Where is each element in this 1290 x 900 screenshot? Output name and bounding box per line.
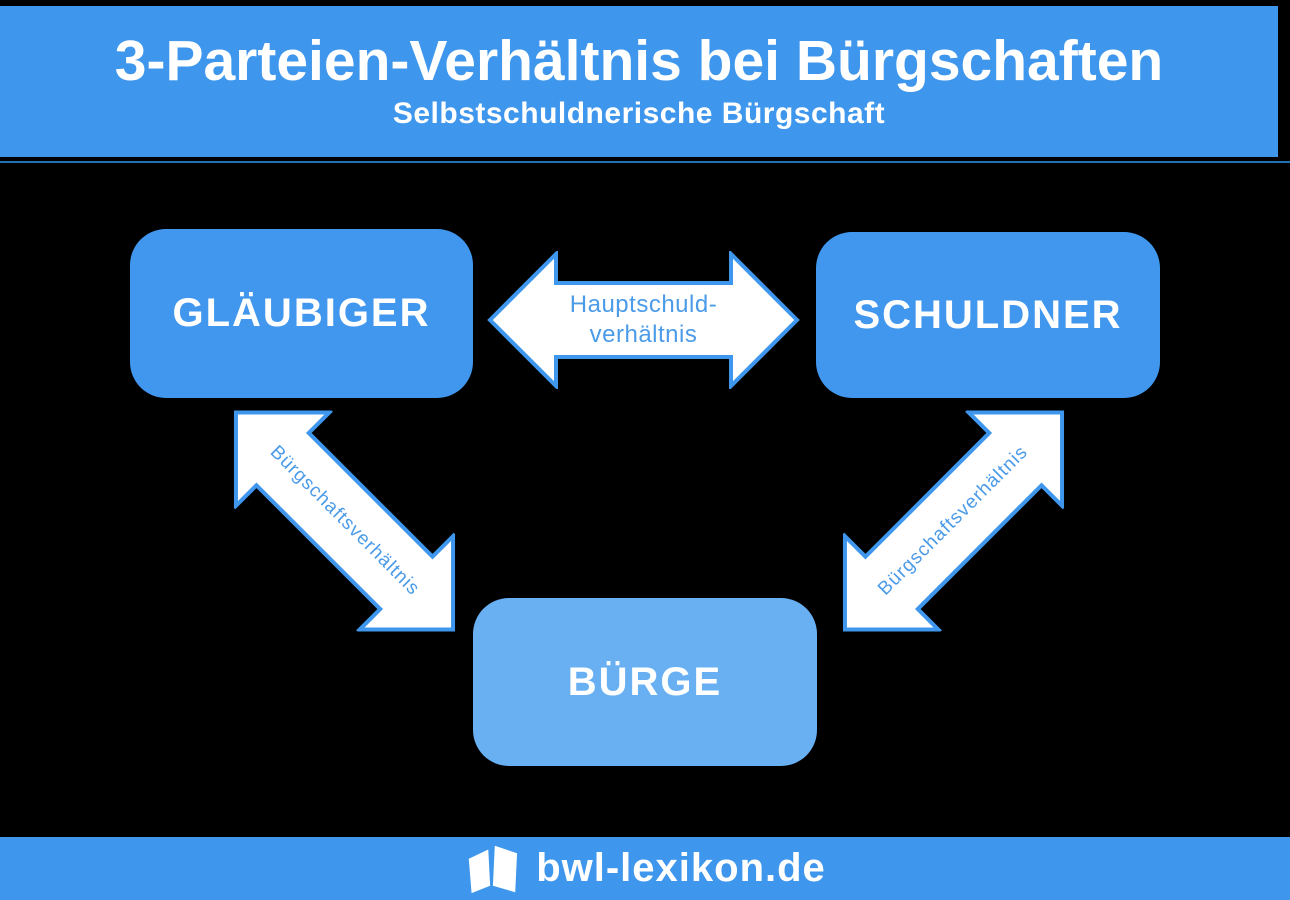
open-book-icon xyxy=(464,843,520,895)
arrow-label-line1: Hauptschuld- xyxy=(569,291,718,318)
page-title: 3-Parteien-Verhältnis bei Bürgschaften xyxy=(114,28,1164,93)
node-buerge-label: BÜRGE xyxy=(567,659,723,704)
footer-banner: bwl-lexikon.de xyxy=(0,837,1290,900)
page-subtitle: Selbstschuldnerische Bürgschaft xyxy=(392,97,886,131)
arrow-label-line2: verhältnis xyxy=(589,321,698,348)
double-arrow-icon xyxy=(487,251,800,389)
header-divider-line xyxy=(0,161,1290,163)
arrow-hauptschuldverhaeltnis-label: Hauptschuld- verhältnis xyxy=(487,251,800,389)
arrow-hauptschuldverhaeltnis: Hauptschuld- verhältnis xyxy=(487,251,800,389)
double-arrow-icon xyxy=(233,410,456,632)
brand-text: bwl-lexikon.de xyxy=(536,846,826,890)
node-glaeubiger: GLÄUBIGER xyxy=(130,229,473,398)
node-buerge: BÜRGE xyxy=(473,598,817,766)
node-schuldner: SCHULDNER xyxy=(816,232,1160,398)
arrow-buergschaftsverhaeltnis-left: Bürgschaftsverhältnis xyxy=(185,362,504,681)
header-banner: 3-Parteien-Verhältnis bei Bürgschaften S… xyxy=(0,6,1278,157)
arrow-buergschaftsverhaeltnis-left-label: Bürgschaftsverhältnis xyxy=(265,441,424,600)
node-glaeubiger-label: GLÄUBIGER xyxy=(172,291,431,335)
arrow-buergschaftsverhaeltnis-right: Bürgschaftsverhältnis xyxy=(794,362,1113,681)
arrow-buergschaftsverhaeltnis-right-label: Bürgschaftsverhältnis xyxy=(874,441,1033,600)
node-schuldner-label: SCHULDNER xyxy=(853,292,1123,337)
double-arrow-icon xyxy=(842,410,1065,632)
